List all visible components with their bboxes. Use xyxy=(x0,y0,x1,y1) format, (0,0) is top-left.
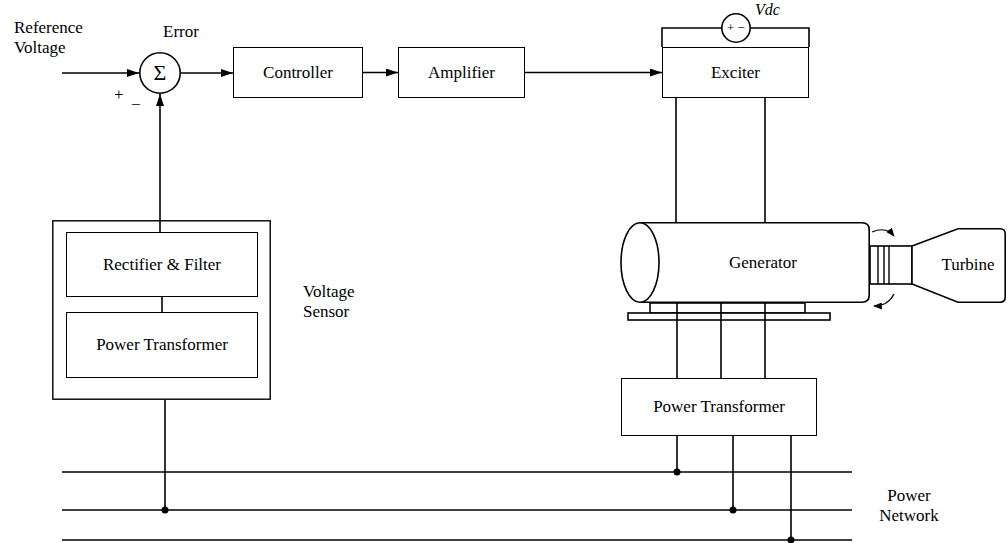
rotation-arrow xyxy=(874,294,894,306)
process-box: Exciter xyxy=(662,47,809,98)
circle-outline xyxy=(140,53,180,93)
node-heading: Voltage Sensor xyxy=(303,282,387,322)
cylinder-body xyxy=(640,223,869,302)
connector-line xyxy=(161,297,163,312)
transformer-lead xyxy=(790,436,792,540)
connector-line xyxy=(764,98,766,234)
dc-source: Vdc+ − xyxy=(721,13,751,43)
circle-outline xyxy=(722,14,750,42)
connector xyxy=(162,297,163,312)
sign-label: + xyxy=(114,85,128,105)
connector-line xyxy=(363,72,398,74)
reference-line xyxy=(62,72,139,74)
turbine-housing xyxy=(912,229,1005,302)
network-line xyxy=(62,539,852,541)
signal-label: Error xyxy=(163,22,213,42)
connector xyxy=(181,73,233,74)
node-text: Power Transformer xyxy=(653,397,785,417)
junction-dot xyxy=(788,537,795,543)
connector-line xyxy=(525,72,662,74)
transformer-box: Power Transformer xyxy=(621,378,817,436)
connector-line xyxy=(662,28,721,47)
generator-cylinder: Generator xyxy=(620,222,870,303)
node-text: Exciter xyxy=(711,63,760,83)
process-box: Amplifier xyxy=(398,47,525,98)
node-text: Amplifier xyxy=(428,63,495,83)
rotation-arrow xyxy=(872,230,894,236)
connector xyxy=(525,72,662,73)
process-box: Controller xyxy=(233,47,363,98)
connector xyxy=(160,94,161,232)
connector xyxy=(673,98,769,238)
input-label: Reference Voltage xyxy=(14,18,96,58)
junction-dot xyxy=(730,507,737,514)
node-heading: Vdc xyxy=(755,0,795,20)
shaft-collar xyxy=(888,246,889,284)
node-text: Controller xyxy=(263,63,333,83)
connector-line xyxy=(764,293,766,378)
shaft-collar xyxy=(883,246,884,284)
transformer-lead xyxy=(732,436,734,510)
summing-junction: Σ xyxy=(139,52,181,94)
sensor-lead xyxy=(164,400,166,510)
process-box: Power Transformer xyxy=(66,312,258,378)
connector-line xyxy=(159,94,161,232)
generator-base-plate xyxy=(628,313,830,320)
sensor-group: Voltage SensorRectifier & FilterPower Tr… xyxy=(52,220,271,400)
connector-line xyxy=(751,28,809,47)
node-text: Generator xyxy=(729,253,797,273)
junction-dot xyxy=(674,469,681,476)
node-text: Σ xyxy=(154,63,167,83)
transformer-lead xyxy=(676,436,678,472)
junction-dot xyxy=(162,507,169,514)
node-heading: Turbine xyxy=(934,255,1002,275)
process-box: Rectifier & Filter xyxy=(66,232,258,297)
connector-line xyxy=(675,98,677,234)
turbine-shape: Turbine xyxy=(910,228,1006,303)
connector-line xyxy=(181,72,233,74)
cylinder-end xyxy=(621,223,659,302)
network-label: Power Network xyxy=(866,486,952,526)
generator-base xyxy=(650,303,805,313)
shaft-collar xyxy=(877,246,878,284)
connector xyxy=(363,72,398,73)
shaft xyxy=(870,246,912,284)
sign-label: − xyxy=(131,95,145,115)
node-text: Rectifier & Filter xyxy=(103,255,221,275)
connector-line xyxy=(676,293,678,378)
node-text: Power Transformer xyxy=(96,335,228,355)
node-text: + − xyxy=(727,18,745,38)
connector-line xyxy=(720,293,722,378)
group-outline xyxy=(53,221,270,399)
